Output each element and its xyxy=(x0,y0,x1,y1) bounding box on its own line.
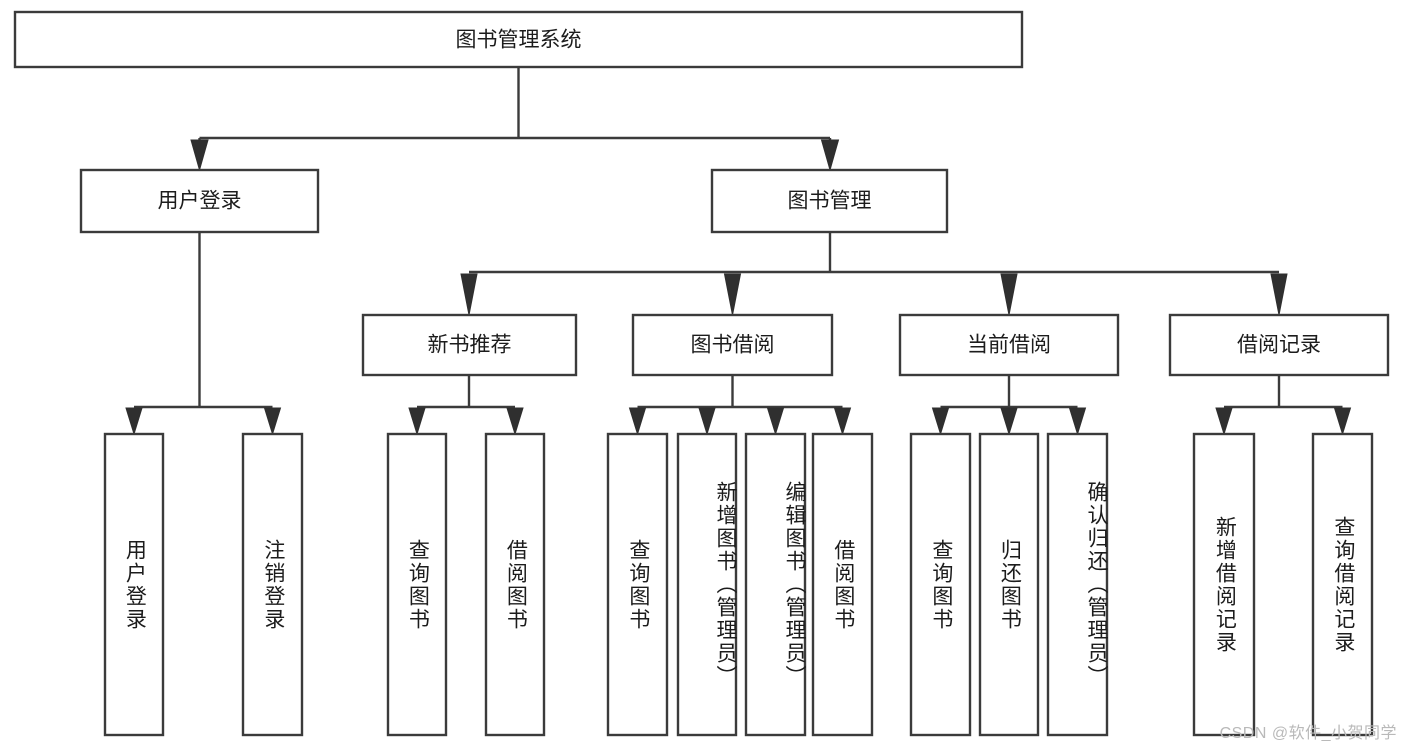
borrow-record-box-rect[interactable] xyxy=(1168,313,1390,377)
new-book-recommend-box-rect[interactable] xyxy=(361,313,578,377)
arrowhead-leaf-add-record xyxy=(1215,407,1233,436)
root-box-rect[interactable] xyxy=(13,10,1024,69)
arrowhead-leaf-query-book-2 xyxy=(628,407,647,436)
book-borrow-label: 图书借阅 xyxy=(691,334,775,357)
arrowhead-book-manage xyxy=(820,139,840,172)
arrowhead-leaf-logout-login xyxy=(263,407,282,436)
arrowhead-leaf-add-book xyxy=(698,407,716,436)
leaf-box-add-book[interactable] xyxy=(676,432,738,737)
leaf-box-layer xyxy=(103,432,1374,737)
book-manage-box-rect[interactable] xyxy=(710,168,949,234)
arrowhead-new-book-recommend xyxy=(460,273,478,316)
root-label: 图书管理系统 xyxy=(456,29,582,52)
borrow-record-label: 借阅记录 xyxy=(1237,334,1321,357)
book-manage-label: 图书管理 xyxy=(788,190,872,213)
leaf-box-borrow-book-2[interactable] xyxy=(811,432,874,737)
node-book-manage[interactable]: 图书管理 xyxy=(710,168,949,234)
arrowhead-leaf-confirm-return xyxy=(1068,407,1087,436)
node-current-borrow[interactable]: 当前借阅 xyxy=(898,313,1120,377)
leaf-box-query-book-3[interactable] xyxy=(909,432,972,737)
book-borrow-box-rect[interactable] xyxy=(631,313,834,377)
node-root[interactable]: 图书管理系统 xyxy=(13,10,1024,69)
user-login-box-rect[interactable] xyxy=(79,168,320,234)
arrowhead-leaf-query-book-1 xyxy=(408,407,426,436)
leaf-box-add-record[interactable] xyxy=(1192,432,1256,737)
node-new-book-recommend[interactable]: 新书推荐 xyxy=(361,313,578,377)
node-book-borrow[interactable]: 图书借阅 xyxy=(631,313,834,377)
arrowhead-leaf-query-record xyxy=(1333,407,1352,436)
leaf-box-logout-login[interactable] xyxy=(241,432,304,737)
leaf-box-user-login[interactable] xyxy=(103,432,165,737)
arrowhead-leaf-return-book xyxy=(1000,407,1018,436)
leaf-box-query-record[interactable] xyxy=(1311,432,1374,737)
arrowhead-book-borrow xyxy=(723,273,742,316)
connector-layer xyxy=(125,67,1352,436)
new-book-recommend-label: 新书推荐 xyxy=(428,334,512,357)
arrowhead-current-borrow xyxy=(1000,273,1018,316)
arrowhead-leaf-query-book-3 xyxy=(931,407,950,436)
node-borrow-record[interactable]: 借阅记录 xyxy=(1168,313,1390,377)
arrowhead-leaf-borrow-book-1 xyxy=(506,407,524,436)
leaf-box-return-book[interactable] xyxy=(978,432,1040,737)
arrowhead-leaf-borrow-book-2 xyxy=(833,407,852,436)
csdn-watermark: CSDN @软件_小贺同学 xyxy=(1219,725,1397,742)
leaf-box-borrow-book-1[interactable] xyxy=(484,432,546,737)
leaf-box-confirm-return[interactable] xyxy=(1046,432,1109,737)
leaf-box-query-book-2[interactable] xyxy=(606,432,669,737)
current-borrow-box-rect[interactable] xyxy=(898,313,1120,377)
arrowhead-user-login xyxy=(190,139,209,172)
arrowhead-leaf-user-login xyxy=(125,407,143,436)
arrowhead-borrow-record xyxy=(1270,273,1288,316)
user-login-label: 用户登录 xyxy=(158,190,242,213)
node-user-login[interactable]: 用户登录 xyxy=(79,168,320,234)
leaf-box-query-book-1[interactable] xyxy=(386,432,448,737)
current-borrow-label: 当前借阅 xyxy=(967,334,1051,357)
leaf-box-edit-book[interactable] xyxy=(744,432,807,737)
arrowhead-leaf-edit-book xyxy=(766,407,785,436)
